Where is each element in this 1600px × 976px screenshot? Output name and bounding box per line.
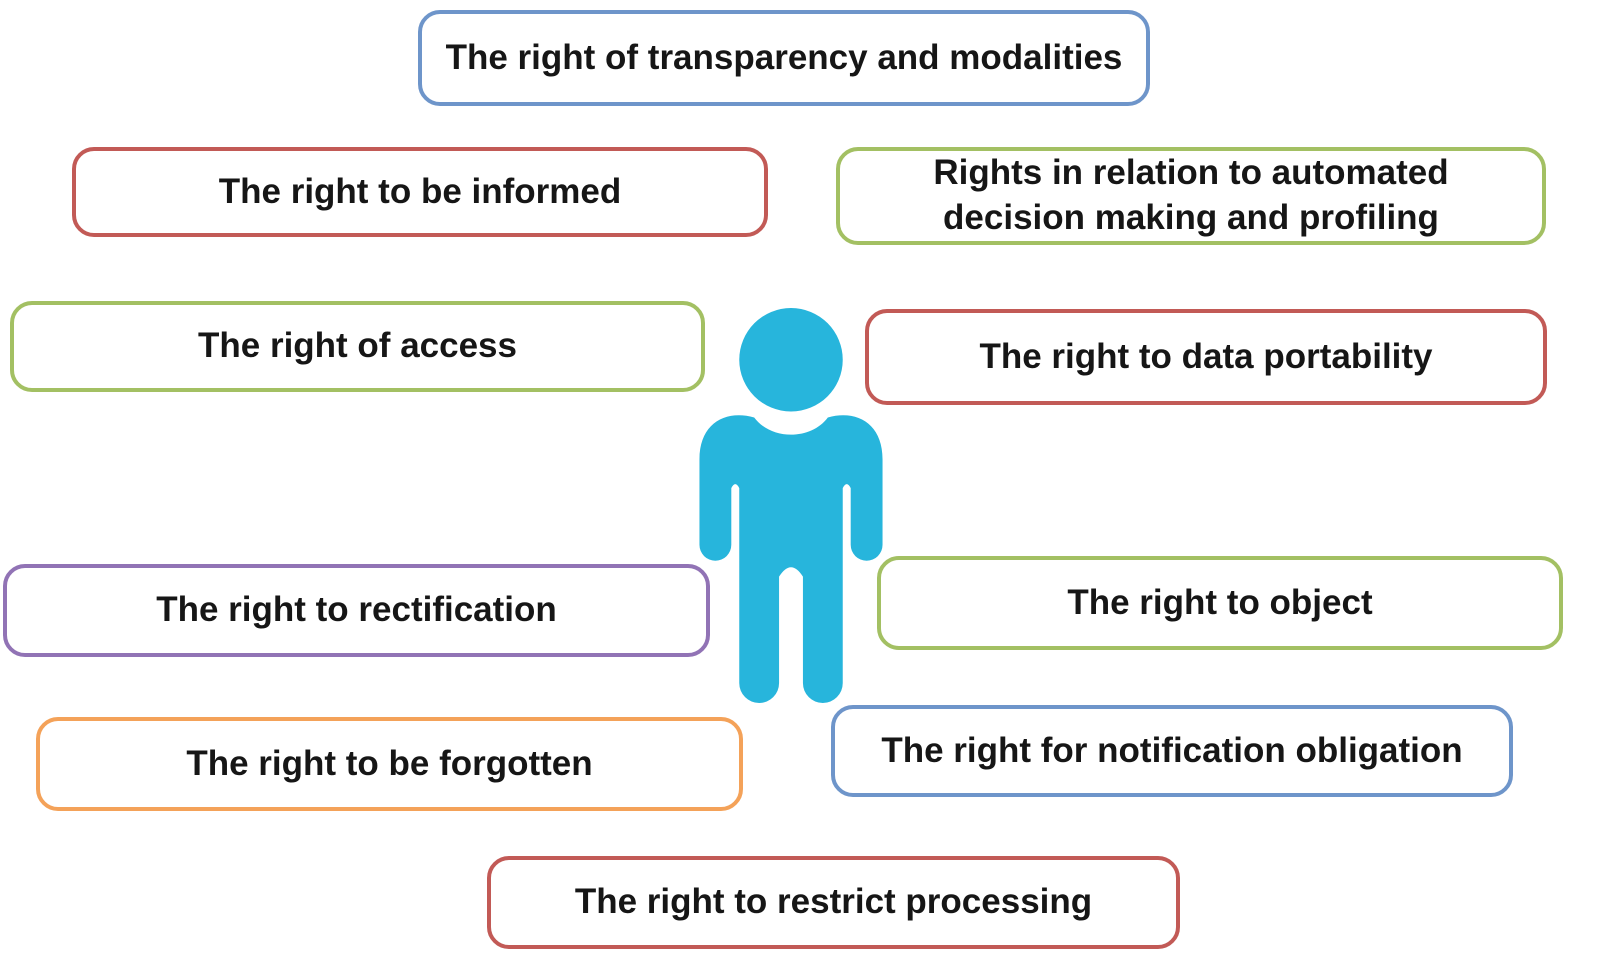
right-box-automated-decision: Rights in relation to automated decision… <box>836 147 1546 245</box>
right-box-restrict-processing: The right to restrict processing <box>487 856 1180 949</box>
right-box-forgotten: The right to be forgotten <box>36 717 743 811</box>
right-box-label: The right to data portability <box>979 336 1433 376</box>
right-box-access: The right of access <box>10 301 705 392</box>
right-box-transparency: The right of transparency and modalities <box>418 10 1150 106</box>
person-silhouette-svg <box>699 308 883 704</box>
right-box-object: The right to object <box>877 556 1563 650</box>
right-box-label: The right to be forgotten <box>186 743 593 783</box>
right-box-label: The right to object <box>1067 582 1373 622</box>
right-box-label: The right to rectification <box>156 590 557 630</box>
person-icon <box>695 308 887 706</box>
right-box-label: The right for notification obligation <box>881 730 1463 770</box>
right-box-data-portability: The right to data portability <box>865 309 1547 405</box>
right-box-informed: The right to be informed <box>72 147 768 237</box>
person-head <box>739 308 843 412</box>
person-body <box>699 415 883 704</box>
right-box-label: The right to be informed <box>218 171 622 211</box>
right-box-label: The right to restrict processing <box>574 882 1093 922</box>
right-box-rectification: The right to rectification <box>3 564 710 657</box>
right-box-label: The right of transparency and modalities <box>445 37 1123 77</box>
right-box-label: The right of access <box>198 326 517 366</box>
right-box-notification-obligation: The right for notification obligation <box>831 705 1513 797</box>
right-box-label: Rights in relation to automated decision… <box>933 153 1449 237</box>
